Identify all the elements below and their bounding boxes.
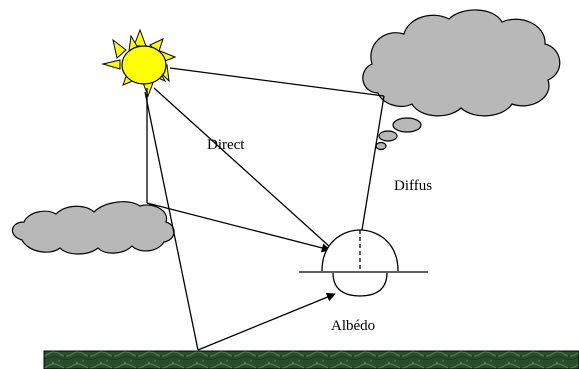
- diffus-label: Diffus: [394, 178, 432, 194]
- ground: [43, 350, 579, 369]
- sun-to-cloud-line: [169, 67, 385, 97]
- sensor: [299, 229, 428, 297]
- albedo-arrow: [197, 292, 336, 351]
- sensor-body: [332, 272, 388, 297]
- sun-to-ground-line: [144, 91, 199, 351]
- ray-lines: [144, 67, 385, 351]
- sensor-dome: [321, 229, 399, 272]
- cloud-small-icon: [11, 201, 175, 255]
- direct-arrow: [153, 87, 341, 257]
- cloud-reflected-arrow: [146, 202, 331, 253]
- cloud-large-icon: [362, 9, 561, 151]
- diffuse-arrow: [356, 95, 385, 243]
- direct-label: Direct: [207, 137, 245, 153]
- albedo-label: Albédo: [331, 318, 375, 334]
- sun-icon: [101, 28, 177, 98]
